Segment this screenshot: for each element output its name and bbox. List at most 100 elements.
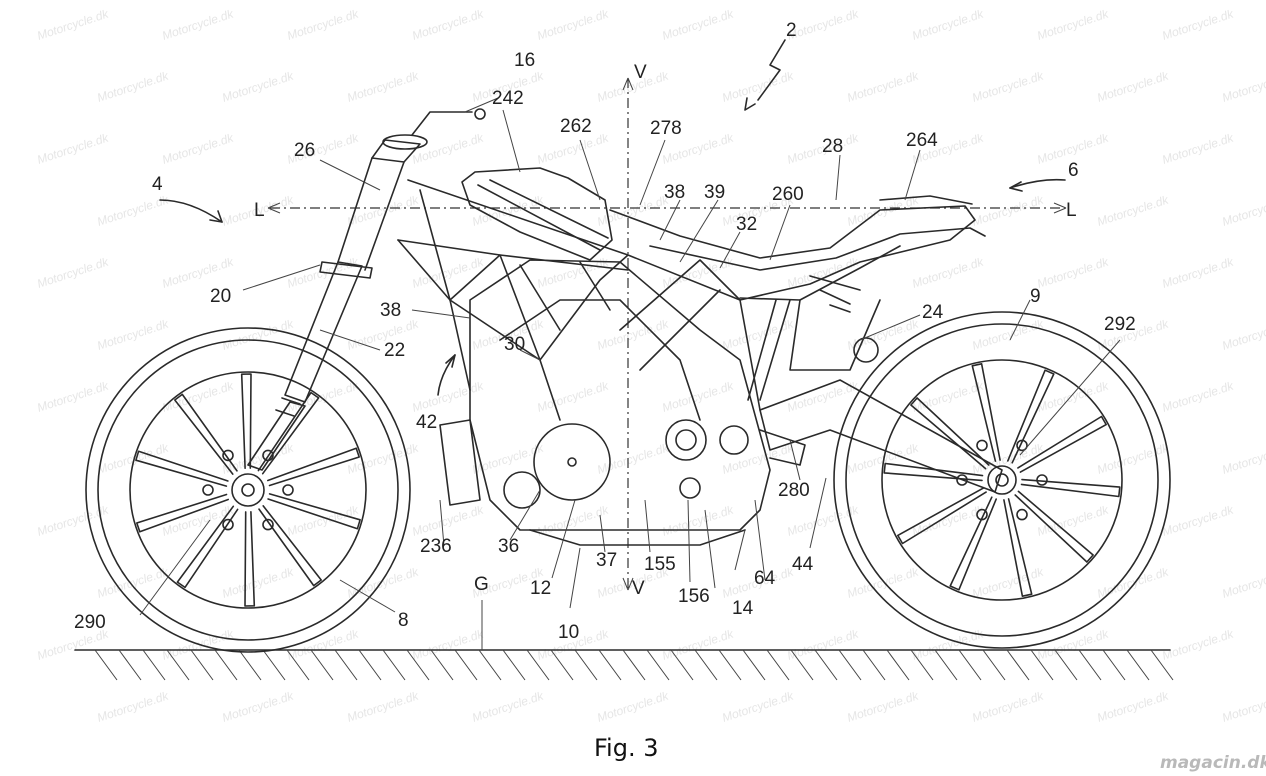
svg-text:Motorcycle.dk: Motorcycle.dk — [35, 6, 111, 42]
front-wheel — [85, 327, 411, 653]
svg-text:Motorcycle.dk: Motorcycle.dk — [220, 564, 296, 600]
label-axis-l-left: L — [254, 200, 265, 221]
svg-text:Motorcycle.dk: Motorcycle.dk — [1220, 564, 1266, 600]
label-260: 260 — [772, 184, 804, 205]
svg-text:Motorcycle.dk: Motorcycle.dk — [1160, 626, 1236, 662]
svg-text:Motorcycle.dk: Motorcycle.dk — [910, 254, 986, 290]
svg-text:Motorcycle.dk: Motorcycle.dk — [845, 564, 921, 600]
svg-text:Motorcycle.dk: Motorcycle.dk — [410, 130, 486, 166]
label-12: 12 — [530, 578, 551, 599]
svg-text:Motorcycle.dk: Motorcycle.dk — [95, 68, 171, 104]
svg-text:Motorcycle.dk: Motorcycle.dk — [35, 130, 111, 166]
label-30: 30 — [504, 334, 525, 355]
reference-labels: 2 4 6 8 9 10 12 14 16 20 22 24 26 28 30 … — [74, 20, 1136, 643]
label-20: 20 — [210, 286, 231, 307]
svg-text:Motorcycle.dk: Motorcycle.dk — [35, 254, 111, 290]
svg-text:Motorcycle.dk: Motorcycle.dk — [220, 688, 296, 724]
label-155: 155 — [644, 554, 676, 575]
label-axis-v-bottom: V — [632, 578, 645, 599]
label-38-front: 38 — [380, 300, 401, 321]
label-2: 2 — [786, 20, 797, 41]
svg-text:Motorcycle.dk: Motorcycle.dk — [345, 68, 421, 104]
svg-text:Motorcycle.dk: Motorcycle.dk — [595, 316, 671, 352]
svg-text:Motorcycle.dk: Motorcycle.dk — [1160, 254, 1236, 290]
svg-text:Motorcycle.dk: Motorcycle.dk — [660, 378, 736, 414]
label-16: 16 — [514, 50, 535, 71]
svg-text:Motorcycle.dk: Motorcycle.dk — [595, 688, 671, 724]
engine — [439, 259, 771, 546]
svg-text:Motorcycle.dk: Motorcycle.dk — [785, 6, 861, 42]
svg-text:Motorcycle.dk: Motorcycle.dk — [220, 68, 296, 104]
svg-text:Motorcycle.dk: Motorcycle.dk — [345, 192, 421, 228]
figure-caption: Fig. 3 — [594, 734, 659, 762]
svg-text:Motorcycle.dk: Motorcycle.dk — [970, 68, 1046, 104]
svg-text:Motorcycle.dk: Motorcycle.dk — [220, 316, 296, 352]
label-10: 10 — [558, 622, 579, 643]
svg-text:Motorcycle.dk: Motorcycle.dk — [1095, 688, 1171, 724]
svg-text:Motorcycle.dk: Motorcycle.dk — [720, 688, 796, 724]
label-236: 236 — [420, 536, 452, 557]
svg-text:Motorcycle.dk: Motorcycle.dk — [345, 564, 421, 600]
svg-text:Motorcycle.dk: Motorcycle.dk — [910, 626, 986, 662]
svg-text:Motorcycle.dk: Motorcycle.dk — [410, 254, 486, 290]
svg-text:Motorcycle.dk: Motorcycle.dk — [1160, 502, 1236, 538]
seat-tail — [609, 195, 986, 371]
svg-text:Motorcycle.dk: Motorcycle.dk — [345, 688, 421, 724]
label-14: 14 — [732, 598, 754, 619]
svg-text:Motorcycle.dk: Motorcycle.dk — [1160, 378, 1236, 414]
label-290: 290 — [74, 612, 106, 633]
svg-text:Motorcycle.dk: Motorcycle.dk — [1095, 192, 1171, 228]
label-4: 4 — [152, 174, 163, 195]
label-22: 22 — [384, 340, 405, 361]
label-38-rear: 38 — [664, 182, 685, 203]
svg-text:Motorcycle.dk: Motorcycle.dk — [1220, 688, 1266, 724]
label-26: 26 — [294, 140, 315, 161]
svg-text:Motorcycle.dk: Motorcycle.dk — [1220, 192, 1266, 228]
label-24: 24 — [922, 302, 944, 323]
label-6: 6 — [1068, 160, 1079, 181]
label-262: 262 — [560, 116, 592, 137]
svg-text:Motorcycle.dk: Motorcycle.dk — [95, 688, 171, 724]
label-axis-l-right: L — [1066, 200, 1077, 221]
svg-text:Motorcycle.dk: Motorcycle.dk — [160, 130, 236, 166]
swingarm — [747, 299, 1003, 493]
label-264: 264 — [906, 130, 938, 151]
svg-text:Motorcycle.dk: Motorcycle.dk — [410, 502, 486, 538]
svg-text:Motorcycle.dk: Motorcycle.dk — [785, 502, 861, 538]
svg-text:Motorcycle.dk: Motorcycle.dk — [970, 192, 1046, 228]
svg-text:Motorcycle.dk: Motorcycle.dk — [1220, 316, 1266, 352]
svg-text:Motorcycle.dk: Motorcycle.dk — [535, 378, 611, 414]
label-44: 44 — [792, 554, 814, 575]
svg-text:Motorcycle.dk: Motorcycle.dk — [660, 502, 736, 538]
svg-text:Motorcycle.dk: Motorcycle.dk — [1220, 440, 1266, 476]
svg-text:Motorcycle.dk: Motorcycle.dk — [1095, 68, 1171, 104]
label-280: 280 — [778, 480, 810, 501]
svg-text:Motorcycle.dk: Motorcycle.dk — [845, 68, 921, 104]
svg-text:Motorcycle.dk: Motorcycle.dk — [410, 378, 486, 414]
svg-text:Motorcycle.dk: Motorcycle.dk — [720, 316, 796, 352]
ground-hatching — [74, 649, 1174, 681]
svg-text:Motorcycle.dk: Motorcycle.dk — [1160, 130, 1236, 166]
label-156: 156 — [678, 586, 710, 607]
svg-text:Motorcycle.dk: Motorcycle.dk — [95, 316, 171, 352]
svg-text:Motorcycle.dk: Motorcycle.dk — [1160, 6, 1236, 42]
view-arrows — [159, 39, 1066, 396]
label-32: 32 — [736, 214, 757, 235]
label-42: 42 — [416, 412, 437, 433]
label-242: 242 — [492, 88, 524, 109]
rear-wheel — [833, 311, 1171, 649]
svg-text:Motorcycle.dk: Motorcycle.dk — [95, 192, 171, 228]
label-39: 39 — [704, 182, 725, 203]
label-37: 37 — [596, 550, 617, 571]
svg-text:Motorcycle.dk: Motorcycle.dk — [970, 688, 1046, 724]
svg-text:Motorcycle.dk: Motorcycle.dk — [910, 378, 986, 414]
svg-text:Motorcycle.dk: Motorcycle.dk — [285, 378, 361, 414]
site-watermark: magacin.dk — [1160, 753, 1266, 773]
svg-text:Motorcycle.dk: Motorcycle.dk — [470, 688, 546, 724]
svg-text:Motorcycle.dk: Motorcycle.dk — [285, 6, 361, 42]
label-292: 292 — [1104, 314, 1136, 335]
trellis-frame — [397, 179, 761, 421]
svg-text:Motorcycle.dk: Motorcycle.dk — [410, 626, 486, 662]
